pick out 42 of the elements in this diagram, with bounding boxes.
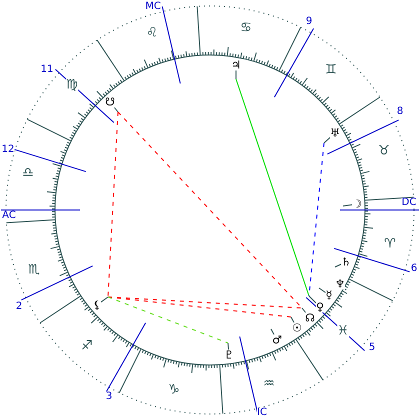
planet-symbol: ☿ [326, 290, 332, 300]
zodiac-sign-symbol: ♓ [337, 324, 349, 338]
planet-symbol: ♆ [335, 278, 345, 290]
planet-symbol: ♄ [341, 256, 351, 268]
house-label: DC [402, 198, 416, 208]
house-label: IC [257, 408, 267, 418]
house-label: 11 [40, 65, 54, 75]
house-label: 12 [2, 145, 14, 155]
house-label: 8 [396, 107, 404, 117]
planet-symbol: ⚸ [92, 300, 102, 310]
house-label: 5 [368, 343, 376, 353]
aspect-line [108, 296, 292, 318]
planet-symbol: ☊ [305, 312, 315, 324]
house-label: 9 [306, 17, 312, 27]
zodiac-sign-symbol: ♊ [325, 64, 337, 76]
planet-symbol: ☉ [292, 322, 302, 334]
aspect-line [118, 112, 302, 308]
zodiac-sign-symbol: ♑ [168, 384, 180, 396]
aspect-line [108, 112, 118, 298]
zodiac-sign-symbol: ♌ [146, 26, 158, 40]
zodiac-sign-symbol: ♏ [28, 264, 40, 276]
planet-symbol: ☽ [352, 198, 362, 210]
planet-symbol: ♅ [330, 128, 340, 138]
zodiac-sign-symbol: ♉ [378, 144, 390, 158]
planet-symbol: ♇ [224, 350, 234, 360]
house-label: 6 [410, 264, 418, 274]
zodiac-sign-symbol: ♍ [66, 78, 78, 92]
house-label: AC [2, 211, 16, 221]
zodiac-sign-symbol: ♈ [384, 238, 396, 250]
planet-symbol: ♀ [316, 302, 324, 312]
planet-symbol: ♃ [231, 60, 241, 70]
aspect-line [108, 296, 302, 308]
house-label: 3 [106, 392, 112, 402]
aspect-line [108, 296, 228, 344]
aspect-line [308, 142, 324, 296]
zodiac-sign-symbol: ♐ [81, 340, 93, 352]
house-label: MC [145, 2, 161, 12]
planet-symbol: ☋ [105, 96, 115, 108]
zodiac-sign-symbol: ♋ [240, 22, 252, 34]
planet-symbol: ♂ [272, 334, 282, 346]
house-label: 2 [16, 302, 22, 312]
aspect-line [236, 78, 310, 296]
